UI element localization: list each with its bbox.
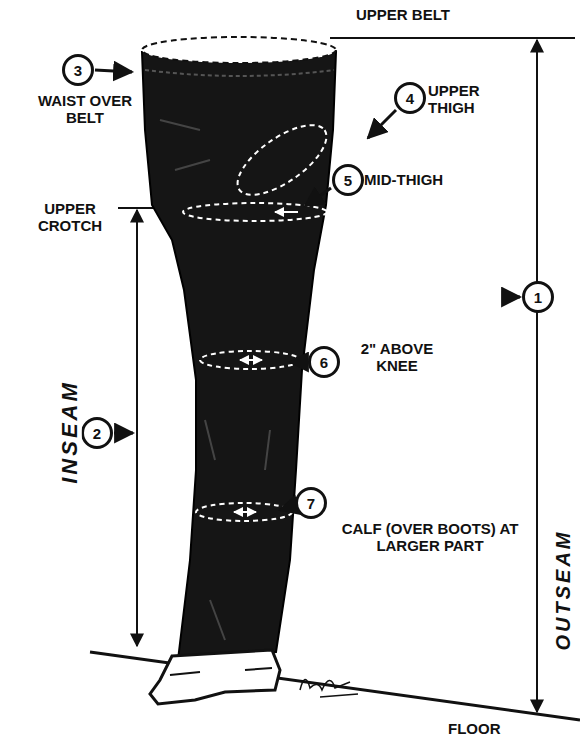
callout-number: 1	[534, 290, 542, 305]
callout-number: 5	[344, 173, 352, 188]
tape-ends	[275, 211, 298, 213]
shoe-detail	[170, 668, 272, 675]
waist-opening	[142, 37, 336, 63]
measurement-label: UPPER CROTCH	[24, 200, 116, 234]
measurement-label: OUTSEAM	[551, 530, 573, 651]
callout-number: 6	[320, 355, 328, 370]
trouser-leg	[142, 52, 336, 660]
measurement-label: WAIST OVER BELT	[30, 92, 140, 126]
callout-circle: 2	[81, 417, 113, 449]
outseam-dimension	[536, 40, 538, 712]
artist-signature	[300, 679, 358, 697]
callout-number: 4	[406, 91, 414, 106]
calf-loop	[196, 503, 292, 521]
callout-number: 2	[93, 426, 101, 441]
inseam-dimension	[136, 210, 138, 646]
measurement-label: INSEAM	[58, 380, 82, 484]
measurement-label: CALF (OVER BOOTS) AT LARGER PART	[330, 520, 530, 554]
measurement-label: UPPER THIGH	[428, 82, 500, 116]
measurement-label: MID-THIGH	[364, 171, 494, 188]
upper-belt-line	[330, 37, 575, 39]
callout-number: 7	[307, 496, 315, 511]
shoe	[150, 650, 280, 704]
tape-ends	[234, 511, 256, 513]
fabric-creases	[160, 120, 270, 640]
callout-circle: 4	[394, 82, 426, 114]
callout-number: 3	[74, 63, 82, 78]
callout-circle: 7	[295, 487, 327, 519]
measurement-label: UPPER BELT	[356, 6, 516, 23]
tape-ends	[240, 359, 262, 361]
callout-circle: 3	[62, 54, 94, 86]
knee-loop	[200, 351, 300, 369]
callout-arrows	[95, 70, 520, 510]
callout-circle: 5	[332, 164, 364, 196]
measurement-label: 2" ABOVE KNEE	[342, 340, 452, 374]
belt-line	[145, 70, 334, 76]
upper-thigh-loop	[227, 112, 337, 208]
measurement-label: FLOOR	[448, 720, 528, 737]
callout-circle: 6	[308, 346, 340, 378]
callout-circle: 1	[522, 281, 554, 313]
